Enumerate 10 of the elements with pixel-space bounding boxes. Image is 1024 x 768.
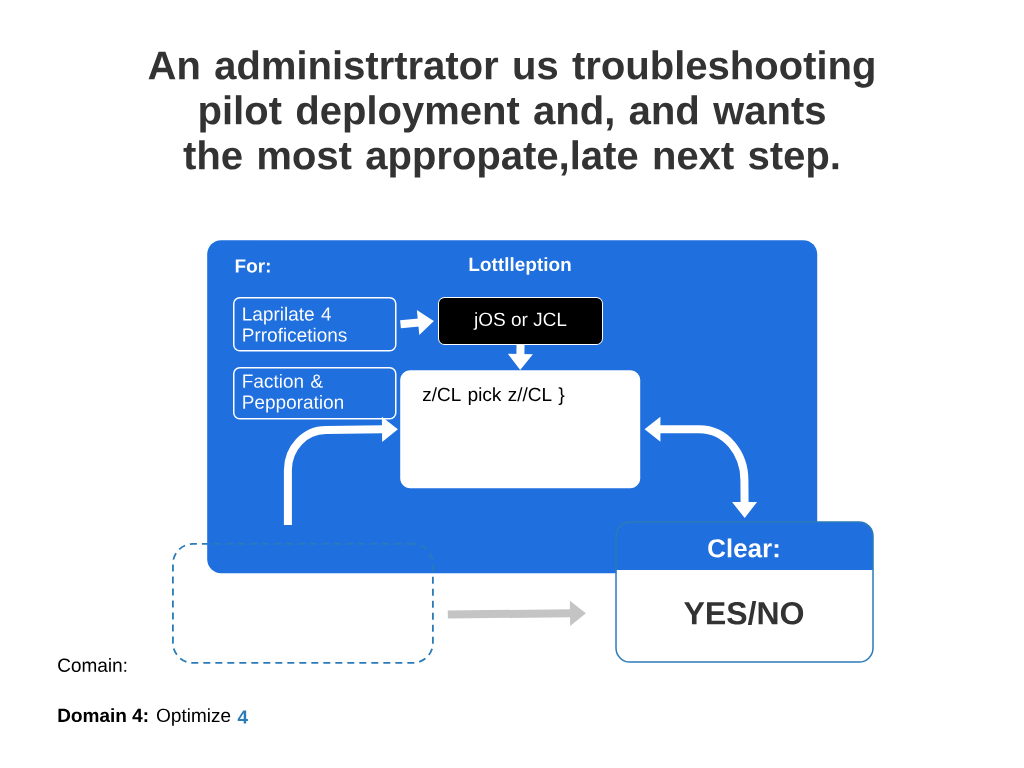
step-box: jOS or JCL bbox=[438, 297, 603, 345]
note: Domain 4: Optimize bbox=[58, 708, 231, 726]
dashed-box bbox=[172, 543, 434, 664]
title: An administrtrator us troubleshooting pilot deployment and, and wants the most appropate,late next step. bbox=[148, 50, 874, 178]
number: 4 bbox=[237, 710, 248, 724]
process-box: z/CL pick z//CL } bbox=[400, 370, 641, 489]
note: Comain: bbox=[58, 658, 127, 672]
step-box: Faction & Pepporation bbox=[233, 367, 397, 420]
step-box: Laprilate 4 Prroficetions bbox=[233, 297, 397, 352]
result-card: Clear: YES/NO bbox=[615, 521, 874, 663]
